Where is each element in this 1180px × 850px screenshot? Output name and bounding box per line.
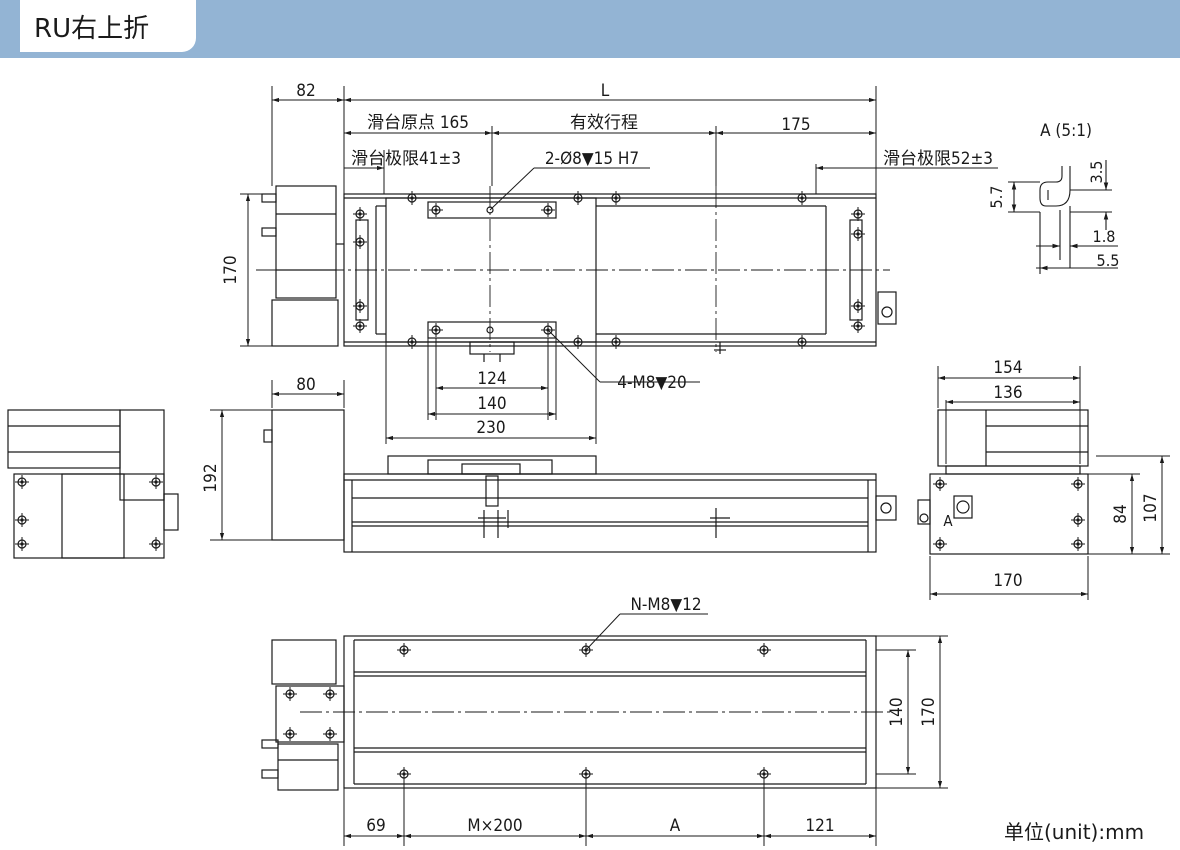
title-tab [20, 0, 196, 52]
dim-84: 84 [1111, 504, 1131, 523]
dim-230: 230 [476, 418, 505, 438]
dim-175: 175 [781, 115, 810, 135]
unit-label: 单位(unit):mm [1004, 820, 1145, 844]
side-view-dimensions [210, 380, 345, 541]
hole-note: 2-Ø8▼15 H7 [545, 149, 639, 169]
dim-a: A [670, 816, 681, 836]
left-end-bolts [14, 474, 164, 552]
dim-140-bottom: 140 [887, 697, 907, 726]
section-a-label: A [943, 512, 953, 530]
top-view [256, 185, 897, 362]
bottom-view [261, 635, 890, 791]
dim-170-end: 170 [993, 571, 1022, 591]
front-view [343, 455, 897, 553]
dim-69: 69 [366, 816, 385, 836]
right-end-bolts [932, 476, 1086, 552]
dim-170-bottom: 170 [919, 697, 939, 726]
top-motor [275, 185, 337, 299]
dim-5-7: 5.7 [987, 186, 1006, 209]
dim-mx200: M×200 [467, 816, 522, 836]
limit-right-label: 滑台极限52±3 [883, 149, 993, 169]
dim-154: 154 [993, 358, 1022, 378]
limit-left-label: 滑台极限41±3 [351, 149, 461, 169]
dim-107: 107 [1141, 493, 1161, 522]
detail-a [1008, 160, 1118, 274]
dim-170-top: 170 [221, 255, 241, 284]
bottom-tap-note: N-M8▼12 [630, 595, 701, 615]
dim-192: 192 [201, 463, 221, 492]
dim-3-5: 3.5 [1087, 161, 1106, 184]
page-title: RU右上折 [34, 14, 150, 44]
dim-82: 82 [296, 81, 315, 101]
dim-136: 136 [993, 383, 1022, 403]
stroke-label: 有效行程 [570, 113, 638, 133]
dim-1-8: 1.8 [1093, 227, 1116, 246]
right-end-view [917, 409, 1089, 555]
dim-124: 124 [477, 369, 506, 389]
origin-label: 滑台原点 165 [367, 113, 469, 133]
left-end-view [7, 409, 179, 559]
detail-title: A (5:1) [1040, 121, 1092, 141]
dim-5-5: 5.5 [1097, 251, 1120, 270]
dim-80: 80 [296, 375, 315, 395]
dim-121: 121 [805, 816, 834, 836]
side-motor-block [263, 409, 345, 541]
top-view-dimensions [240, 86, 998, 444]
bottom-view-dimensions [343, 613, 948, 846]
dim-l: L [601, 81, 610, 101]
top-motor-base [271, 299, 339, 347]
right-end-dimensions [929, 366, 1170, 600]
dim-140: 140 [477, 394, 506, 414]
tap-note: 4-M8▼20 [617, 373, 686, 393]
header-band [0, 0, 1180, 58]
